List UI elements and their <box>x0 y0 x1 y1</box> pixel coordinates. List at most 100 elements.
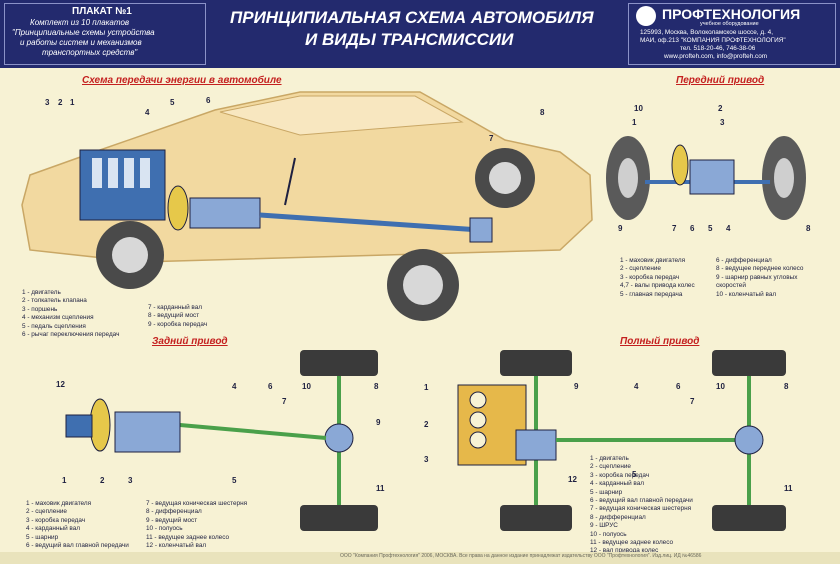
legend-full: 1 - двигатель 2 - сцепление 3 - коробка … <box>590 455 693 556</box>
legend-item: 8 - ведущее переднее колесо <box>716 265 804 273</box>
legend-power-a: 1 - двигатель 2 - толкатель клапана 3 - … <box>22 289 119 339</box>
callout-full-12: 12 <box>568 475 577 484</box>
footer-copyright: ООО "Компания Профтехнология" 2006, МОСК… <box>340 553 702 559</box>
legend-item: 2 - сцепление <box>590 463 631 471</box>
section-title-rear: Задний привод <box>152 336 228 347</box>
callout-full-1: 1 <box>424 383 429 392</box>
footer-band <box>0 552 840 564</box>
legend-item: 11 - ведущее заднее колесо <box>590 539 674 547</box>
phone: тел. 518-20-46, 746-38-06 <box>680 45 756 52</box>
legend-item: 8 - ведущий мост <box>148 312 200 320</box>
legend-item: 2 - сцепление <box>620 265 661 273</box>
legend-item: 10 - коленчатый вал <box>716 290 777 298</box>
callout-rear-10: 10 <box>302 382 311 391</box>
legend-front-a: 1 - маховик двигателя 2 - сцепление 3 - … <box>620 257 695 299</box>
brand-sub: учебное оборудование <box>700 21 759 27</box>
legend-item: 3 - коробка передач <box>26 516 86 524</box>
address-2: МАИ, оф.213 "КОМПАНИЯ ПРОФТЕХНОЛОГИЯ" <box>640 37 786 44</box>
web-email: www.profteh.com, info@profteh.com <box>664 53 768 60</box>
legend-item: 6 - рычаг переключения передач <box>22 331 120 339</box>
legend-item: 4 - карданный вал <box>590 480 645 488</box>
legend-item: 5 - шарнир <box>590 488 623 496</box>
legend-item: 2 - сцепление <box>26 508 67 516</box>
callout-rear-3: 3 <box>128 476 133 485</box>
front-drive-diagram <box>606 136 806 220</box>
legend-item: 3 - коробка передач <box>620 273 680 281</box>
legend-item: 3 - коробка передач <box>590 471 650 479</box>
callout-car-2: 2 <box>58 98 63 107</box>
callout-rear-6: 6 <box>268 382 273 391</box>
plate-info-box <box>4 3 206 65</box>
legend-item: 1 - маховик двигателя <box>26 500 92 507</box>
full-drive-diagram <box>457 350 786 531</box>
legend-item: 7 - ведущая коническая шестерня <box>146 500 248 507</box>
legend-item: 6 - дифференциал <box>716 257 772 264</box>
legend-item: 9 - ведущий мост <box>146 516 198 524</box>
callout-front-7: 7 <box>672 224 677 233</box>
callout-rear-5: 5 <box>232 476 237 485</box>
legend-item: 5 - шарнир <box>26 533 59 541</box>
legend-item: 2 - толкатель клапана <box>22 297 87 305</box>
callout-car-1: 1 <box>70 98 75 107</box>
set-line-1: Комплект из 10 плакатов <box>30 18 130 27</box>
title-line-2: И ВИДЫ ТРАНСМИССИИ <box>305 30 514 49</box>
callout-full-10: 10 <box>716 382 725 391</box>
brand-name: ПРОФТЕХНОЛОГИЯ <box>662 6 801 22</box>
address-1: 125993, Москва, Волоколамское шоссе, д. … <box>640 29 773 36</box>
callout-rear-4: 4 <box>232 382 237 391</box>
callout-front-4: 4 <box>726 224 731 233</box>
legend-item: 10 - полуось <box>146 525 183 533</box>
callout-full-6: 6 <box>676 382 681 391</box>
legend-item: 12 - коленчатый вал <box>146 542 207 550</box>
callout-full-4: 4 <box>634 382 639 391</box>
legend-rear-a: 1 - маховик двигателя 2 - сцепление 3 - … <box>26 500 129 550</box>
set-line-4: транспортных средств" <box>42 48 138 57</box>
callout-rear-2: 2 <box>100 476 105 485</box>
legend-rear-b: 7 - ведущая коническая шестерня 8 - дифф… <box>146 500 247 550</box>
title-line-1: ПРИНЦИПИАЛЬНАЯ СХЕМА АВТОМОБИЛЯ <box>230 8 594 27</box>
legend-front-b: 6 - дифференциал 8 - ведущее переднее ко… <box>716 257 803 299</box>
callout-rear-7: 7 <box>282 397 287 406</box>
callout-front-10: 10 <box>634 104 643 113</box>
callout-rear-12: 12 <box>56 380 65 389</box>
section-title-power: Схема передачи энергии в автомобиле <box>82 75 282 86</box>
callout-car-4: 4 <box>145 108 150 117</box>
callout-full-2: 2 <box>424 420 429 429</box>
legend-item: 8 - дифференциал <box>146 508 202 516</box>
legend-item: 4,7 - валы привода колес <box>620 282 695 290</box>
legend-item: 5 - педаль сцепления <box>22 322 86 330</box>
legend-item: 12 - вал привода колес <box>590 547 659 555</box>
car-diagram <box>21 91 593 321</box>
legend-item: 7 - ведущая коническая шестерня <box>590 505 692 513</box>
callout-front-1: 1 <box>632 118 637 127</box>
publisher-box <box>628 3 836 65</box>
header-band <box>0 0 840 68</box>
legend-item: 11 - ведущее заднее колесо <box>146 533 230 541</box>
section-title-front: Передний привод <box>676 75 765 86</box>
callout-car-8: 8 <box>540 108 545 117</box>
plate-number: ПЛАКАТ №1 <box>72 6 132 17</box>
legend-item: 8 - дифференциал <box>590 513 646 521</box>
legend-item: 9 - коробка передач <box>148 320 208 328</box>
callout-front-6: 6 <box>690 224 695 233</box>
legend-item: 4 - механизм сцепления <box>22 314 94 322</box>
legend-item: 10 - полуось <box>590 530 627 538</box>
brand-logo-icon <box>636 6 656 26</box>
legend-item: 3 - поршень <box>22 305 58 313</box>
callout-front-2: 2 <box>718 104 723 113</box>
set-line-2: "Принципиальные схемы устройства <box>12 28 155 37</box>
legend-item: 7 - карданный вал <box>148 304 203 311</box>
callout-full-5: 5 <box>632 470 637 479</box>
callout-rear-1: 1 <box>62 476 67 485</box>
callout-full-8: 8 <box>784 382 789 391</box>
callout-full-9: 9 <box>574 382 579 391</box>
callout-rear-9: 9 <box>376 418 381 427</box>
callout-front-3: 3 <box>720 118 725 127</box>
callout-car-6: 6 <box>206 96 211 105</box>
legend-power-b: 7 - карданный вал 8 - ведущий мост 9 - к… <box>148 304 207 329</box>
callout-car-3: 3 <box>45 98 50 107</box>
callout-rear-11: 11 <box>376 484 385 493</box>
legend-item: 1 - двигатель <box>22 289 61 296</box>
